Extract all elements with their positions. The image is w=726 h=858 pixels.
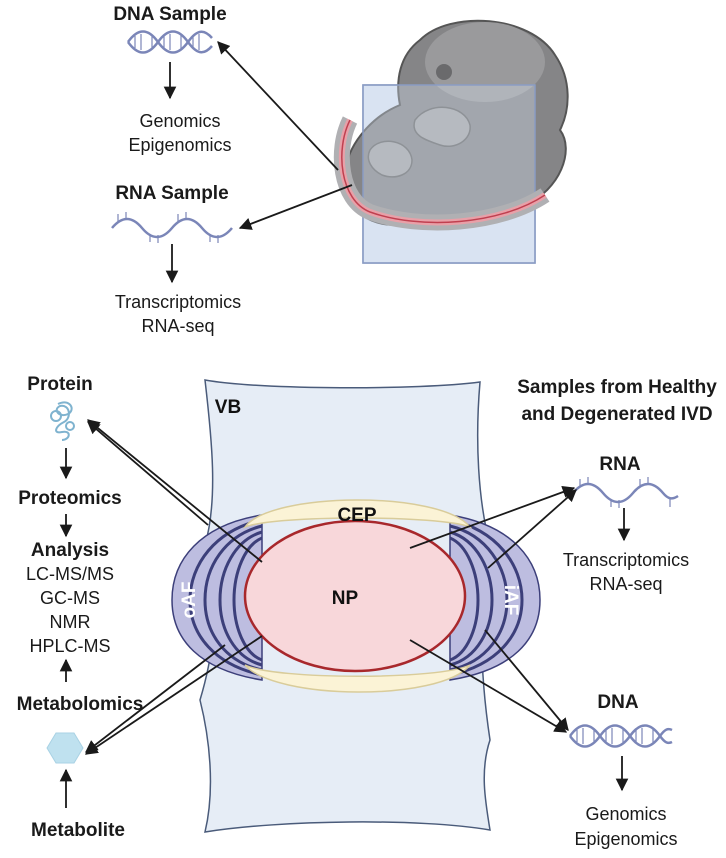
rna-right-output-rnaseq: RNA-seq [589,574,662,594]
embryo-leg [367,140,413,178]
dna-title: DNA [597,692,638,713]
dna-sample-title: DNA Sample [113,4,226,25]
metabolite-title: Metabolite [31,820,125,841]
dna-helix-icon-right [568,724,673,748]
protein-title: Protein [27,374,92,395]
analysis-method-gcms: GC-MS [40,588,100,608]
rna-output-transcriptomics: Transcriptomics [115,292,241,312]
embryo-head [425,22,545,102]
arrow-np-to-protein [87,419,263,563]
label-cep: CEP [337,505,376,526]
metabolite-icon [46,732,84,764]
label-vb: VB [215,397,241,418]
nucleus-pulposus [243,519,467,673]
dna-right-output-genomics: Genomics [585,804,666,824]
rna-title: RNA [599,454,640,475]
dna-right-output-epigenomics: Epigenomics [574,829,677,849]
arrow-np-to-rna [409,485,576,549]
arrow-oaf-to-metabolite [85,644,226,753]
iaf-region [449,514,541,681]
analysis-method-nmr: NMR [50,612,91,632]
label-oaf: oAF [179,582,200,619]
metabolomics-title: Metabolomics [17,694,144,715]
rna-strand-icon-right [572,477,679,508]
rna-strand-icon [111,212,233,243]
proteomics-title: Proteomics [18,488,121,509]
analysis-method-lcmsms: LC-MS/MS [26,564,114,584]
label-iaf: iAF [500,585,521,616]
dna-output-epigenomics: Epigenomics [128,135,231,155]
arrow-np-to-metabolite [84,635,263,755]
cep-bottom [244,664,471,693]
dna-helix-icon [126,30,213,54]
notochord-outline [341,119,546,224]
arrow-embryo-to-dna [217,41,339,171]
embryo-limb [413,106,471,147]
arrow-embryo-to-rna [238,184,353,230]
arrow-np-to-dna [409,639,568,733]
samples-title-line2: and Degenerated IVD [521,404,712,425]
rna-right-output-transcriptomics: Transcriptomics [563,550,689,570]
arrow-iaf-to-rna [487,489,577,569]
label-np: NP [332,588,359,609]
arrow-oaf-to-protein [87,421,209,526]
rna-sample-title: RNA Sample [115,183,228,204]
protein-icon [50,401,75,441]
analysis-method-hplcms: HPLC-MS [29,636,110,656]
oaf-region [171,514,263,681]
embryo-illustration [333,19,569,264]
arrow-iaf-to-dna [484,629,569,731]
ivd-illustration [171,379,541,833]
embryo-eye [436,64,452,80]
dna-output-genomics: Genomics [139,111,220,131]
analysis-title: Analysis [31,540,109,561]
section-plane-overlay [362,84,536,264]
samples-title-line1: Samples from Healthy [517,377,717,398]
rna-output-rnaseq: RNA-seq [141,316,214,336]
